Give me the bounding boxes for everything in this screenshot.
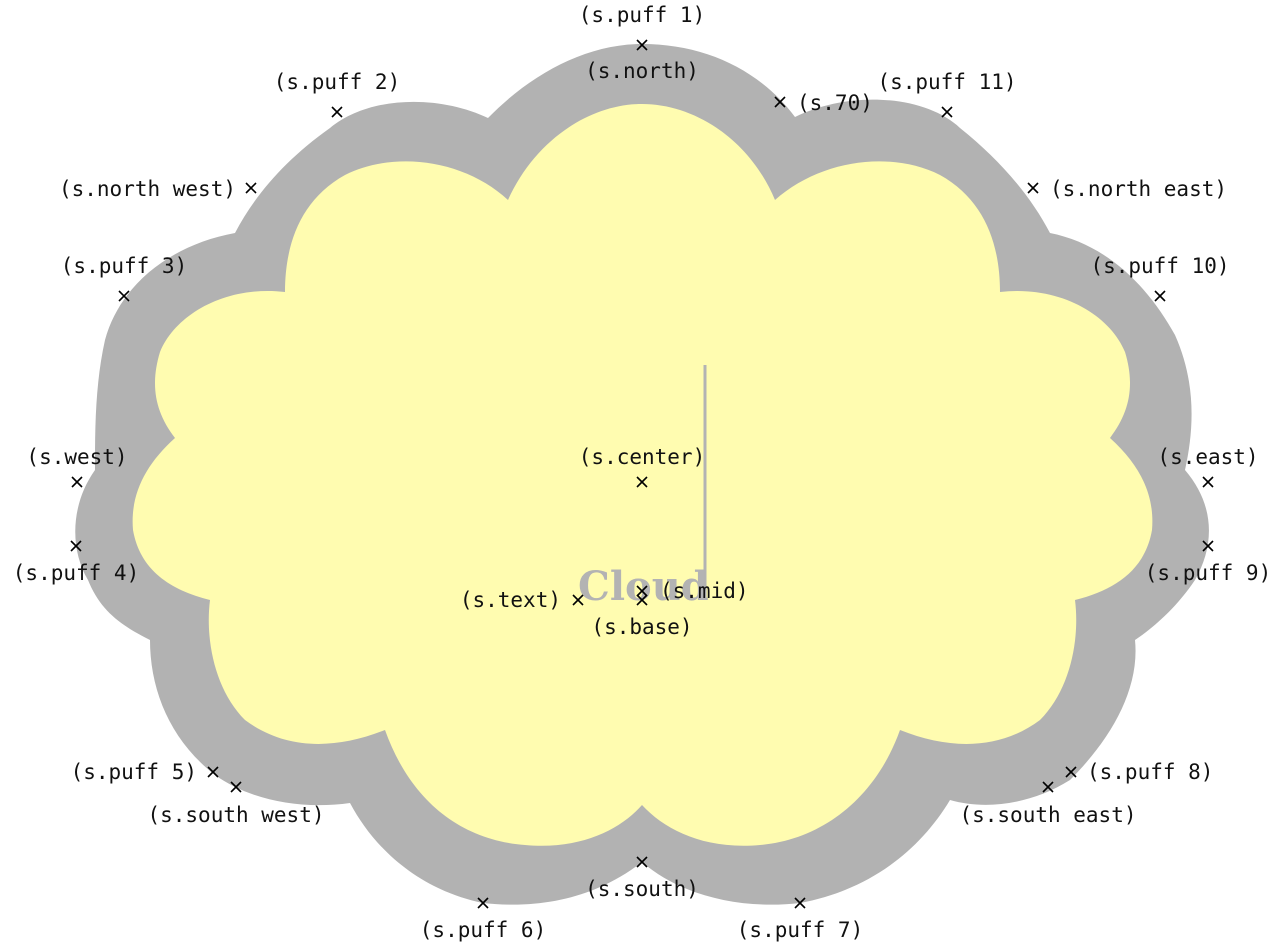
marker-text — [572, 594, 584, 606]
marker-north-east — [1027, 182, 1039, 194]
anchor-markers — [70, 39, 1214, 909]
marker-puff3 — [118, 290, 130, 302]
label-north-east: (s.north east) — [1050, 177, 1227, 201]
anchor-labels: (s.puff 1) (s.north) (s.70) (s.puff 2) (… — [13, 3, 1271, 942]
marker-puff8 — [1065, 766, 1077, 778]
label-puff4: (s.puff 4) — [13, 561, 139, 585]
marker-north-west — [245, 182, 257, 194]
label-puff2: (s.puff 2) — [274, 70, 400, 94]
marker-puff9 — [1202, 540, 1214, 552]
label-puff3: (s.puff 3) — [61, 254, 187, 278]
label-a70: (s.70) — [797, 91, 873, 115]
marker-east — [1202, 476, 1214, 488]
label-puff5: (s.puff 5) — [71, 760, 197, 784]
label-south-east: (s.south east) — [959, 803, 1136, 827]
label-south-west: (s.south west) — [147, 803, 324, 827]
label-puff10: (s.puff 10) — [1090, 254, 1229, 278]
marker-south-west — [230, 781, 242, 793]
label-east: (s.east) — [1157, 445, 1258, 469]
marker-south — [636, 856, 648, 868]
marker-puff6 — [477, 897, 489, 909]
marker-west — [71, 476, 83, 488]
marker-puff7 — [794, 897, 806, 909]
marker-a70 — [774, 96, 786, 108]
marker-puff11 — [941, 106, 953, 118]
label-puff7: (s.puff 7) — [737, 918, 863, 942]
label-puff9: (s.puff 9) — [1145, 561, 1271, 585]
label-puff1: (s.puff 1) — [579, 3, 705, 27]
label-north-west: (s.north west) — [59, 177, 236, 201]
label-west: (s.west) — [26, 445, 127, 469]
marker-base — [636, 594, 648, 606]
label-base: (s.base) — [591, 615, 692, 639]
marker-mid — [636, 585, 648, 597]
marker-puff5 — [207, 766, 219, 778]
label-puff6: (s.puff 6) — [420, 918, 546, 942]
label-mid: (s.mid) — [660, 579, 749, 603]
marker-center — [636, 476, 648, 488]
label-north: (s.north) — [585, 59, 699, 83]
marker-puff10 — [1154, 290, 1166, 302]
marker-puff1 — [636, 39, 648, 51]
marker-puff4 — [70, 540, 82, 552]
cloud-inner-shape — [132, 104, 1153, 846]
label-text: (s.text) — [460, 588, 561, 612]
label-puff8: (s.puff 8) — [1087, 760, 1213, 784]
marker-south-east — [1042, 781, 1054, 793]
label-south: (s.south) — [585, 877, 699, 901]
label-center: (s.center) — [579, 445, 705, 469]
marker-puff2 — [331, 106, 343, 118]
label-puff11: (s.puff 11) — [877, 70, 1016, 94]
